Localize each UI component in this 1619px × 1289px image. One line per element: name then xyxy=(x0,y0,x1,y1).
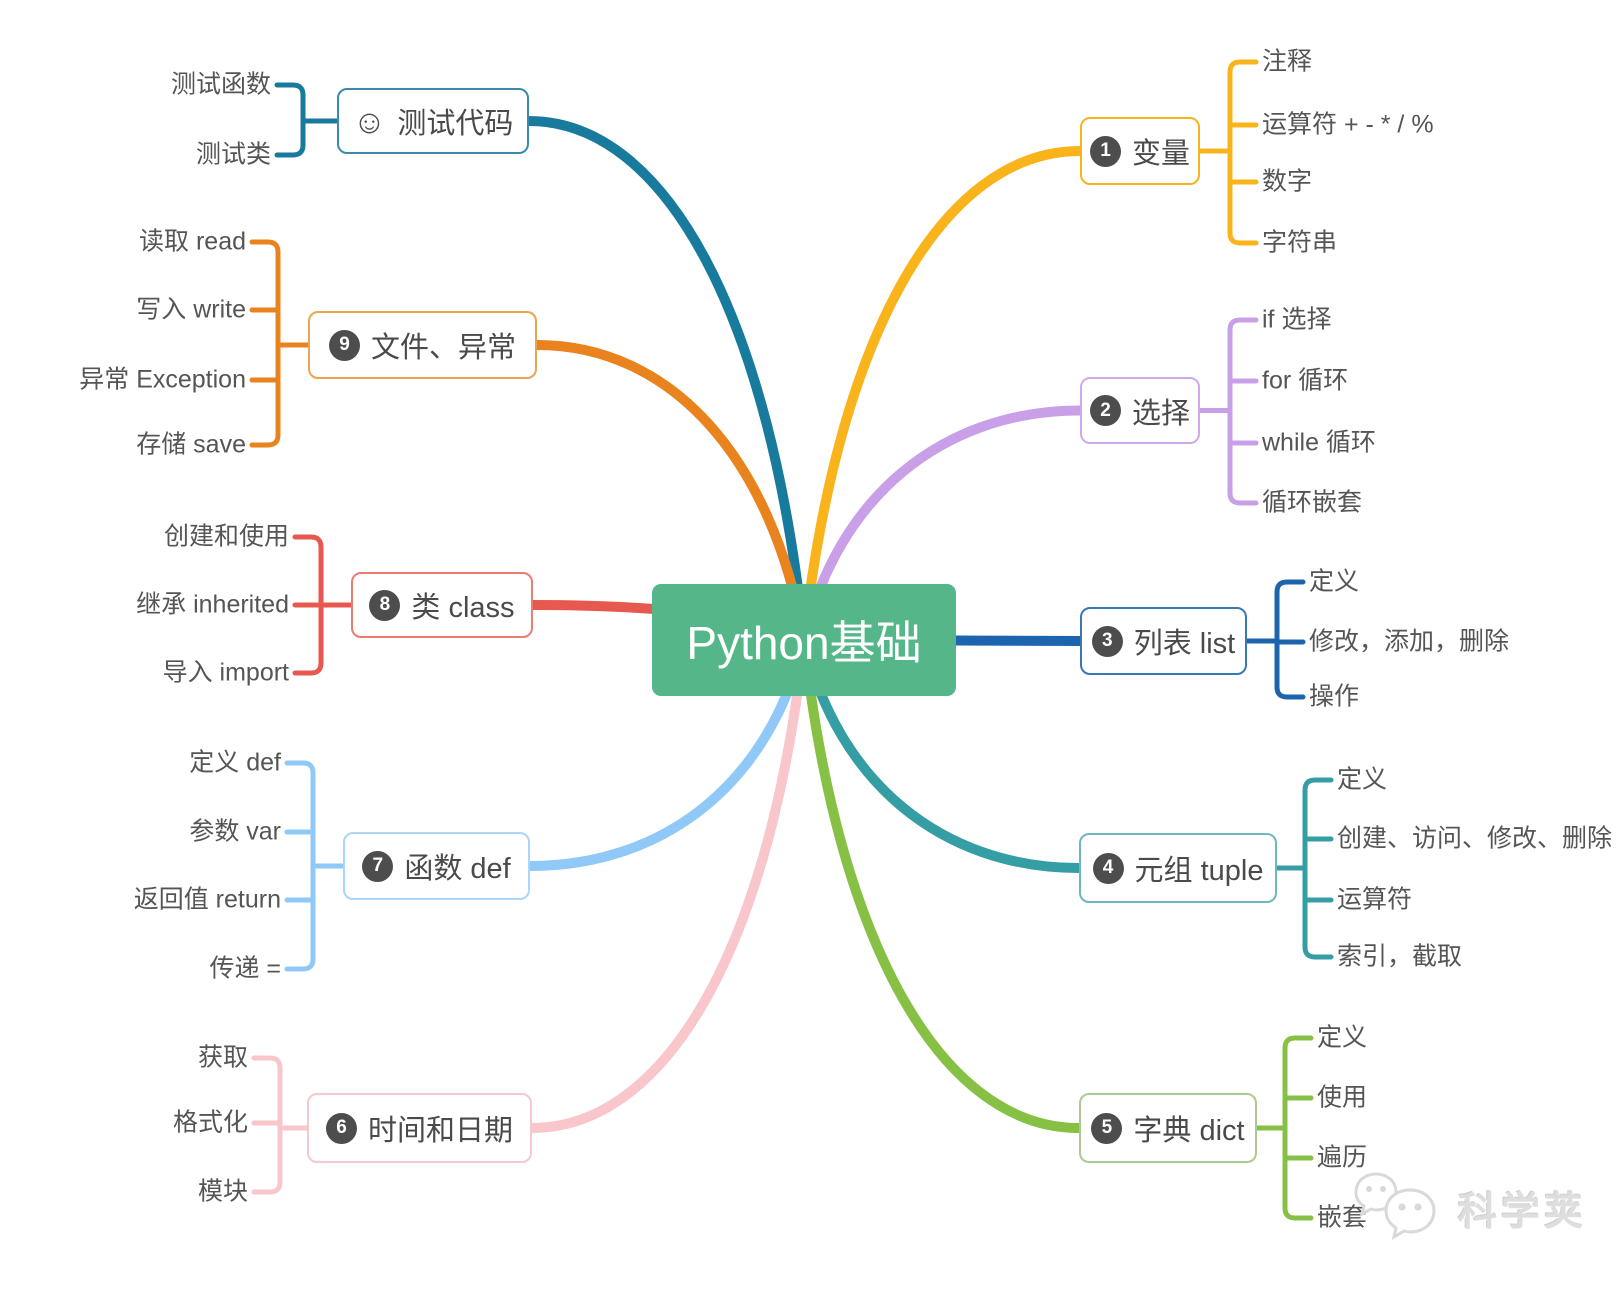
child-topic-class-2[interactable]: 导入 import xyxy=(162,658,289,687)
node-time-date[interactable]: 6 时间和日期 xyxy=(307,1093,532,1163)
number-badge: 2 xyxy=(1089,395,1121,426)
number-badge: 3 xyxy=(1091,625,1123,657)
child-topic-selection-1[interactable]: for 循环 xyxy=(1262,366,1349,395)
child-bracket-files-exceptions xyxy=(249,239,311,448)
node-label: 选择 xyxy=(1131,397,1190,430)
child-topic-list-2[interactable]: 操作 xyxy=(1309,682,1360,711)
child-topic-test-code-0[interactable]: 测试函数 xyxy=(170,70,271,99)
child-bracket-tuple xyxy=(1274,777,1334,960)
node-function[interactable]: 7 函数 def xyxy=(343,832,530,900)
child-topic-tuple-2[interactable]: 运算符 xyxy=(1337,885,1413,914)
number-badge: 4 xyxy=(1092,852,1124,884)
child-topic-time-date-0[interactable]: 获取 xyxy=(197,1043,248,1072)
child-topic-files-exceptions-2[interactable]: 异常 Exception xyxy=(79,365,246,394)
wechat-bubbles-icon xyxy=(1354,1172,1436,1241)
child-topic-dict-3[interactable]: 嵌套 xyxy=(1317,1203,1368,1232)
node-dict[interactable]: 5 字典 dict xyxy=(1079,1093,1257,1163)
smiley-icon: ☺ xyxy=(352,102,387,140)
number-badge: 1 xyxy=(1089,135,1121,167)
central-topic-node[interactable]: Python基础 xyxy=(652,584,956,696)
branch-curve-files-exceptions xyxy=(532,340,809,645)
node-label: 文件、异常 xyxy=(370,332,516,364)
node-list[interactable]: 3 列表 list xyxy=(1080,607,1247,675)
child-topic-class-1[interactable]: 继承 inherited xyxy=(136,590,289,619)
watermark: 科学荚 xyxy=(1352,1168,1587,1250)
node-label: 列表 list xyxy=(1133,628,1236,660)
node-label: 元组 tuple xyxy=(1134,855,1264,887)
node-files-exceptions[interactable]: 9 文件、异常 xyxy=(308,311,537,379)
number-badge: 7 xyxy=(362,850,394,882)
child-topic-tuple-3[interactable]: 索引，截取 xyxy=(1337,942,1463,971)
child-topic-time-date-1[interactable]: 格式化 xyxy=(172,1108,248,1137)
child-topic-variables-1[interactable]: 运算符 + - * / % xyxy=(1262,110,1434,139)
node-label: 函数 def xyxy=(404,853,511,885)
child-topic-function-0[interactable]: 定义 def xyxy=(189,748,281,777)
child-bracket-dict xyxy=(1254,1035,1314,1221)
child-topic-variables-2[interactable]: 数字 xyxy=(1262,167,1313,196)
node-label: 字典 dict xyxy=(1133,1115,1245,1147)
child-topic-tuple-1[interactable]: 创建、访问、修改、删除 xyxy=(1337,824,1613,853)
child-topic-function-3[interactable]: 传递 = xyxy=(209,954,281,983)
child-bracket-test-code xyxy=(274,82,340,158)
child-topic-function-1[interactable]: 参数 var xyxy=(189,817,281,846)
node-label: 测试代码 xyxy=(397,108,514,140)
child-topic-selection-0[interactable]: if 选择 xyxy=(1262,305,1332,334)
child-topic-dict-0[interactable]: 定义 xyxy=(1317,1023,1368,1052)
child-topic-selection-2[interactable]: while 循环 xyxy=(1262,428,1376,457)
child-topic-variables-0[interactable]: 注释 xyxy=(1262,47,1313,76)
node-selection[interactable]: 2 选择 xyxy=(1080,377,1200,444)
node-label: 时间和日期 xyxy=(367,1115,513,1147)
node-test-code[interactable]: ☺ 测试代码 xyxy=(337,88,529,154)
number-badge: 5 xyxy=(1091,1112,1123,1144)
child-bracket-class xyxy=(292,534,354,676)
child-bracket-variables xyxy=(1197,59,1259,246)
child-topic-selection-3[interactable]: 循环嵌套 xyxy=(1262,488,1363,517)
node-label: 类 class xyxy=(411,592,515,624)
child-topic-files-exceptions-1[interactable]: 写入 write xyxy=(136,295,246,324)
child-bracket-time-date xyxy=(251,1055,310,1195)
watermark-text: 科学荚 xyxy=(1458,1191,1588,1234)
number-badge: 9 xyxy=(328,329,360,361)
child-bracket-list xyxy=(1244,579,1306,700)
child-bracket-function xyxy=(284,760,346,972)
child-topic-test-code-1[interactable]: 测试类 xyxy=(195,140,271,169)
branch-curve-test-code xyxy=(524,116,809,645)
child-topic-time-date-2[interactable]: 模块 xyxy=(197,1177,248,1206)
child-topic-list-0[interactable]: 定义 xyxy=(1309,567,1360,596)
node-label: 变量 xyxy=(1131,138,1190,170)
child-topic-dict-2[interactable]: 遍历 xyxy=(1317,1143,1368,1172)
child-topic-files-exceptions-3[interactable]: 存储 save xyxy=(136,430,246,459)
number-badge: 6 xyxy=(325,1112,357,1144)
branch-curve-variables xyxy=(799,146,1085,645)
node-tuple[interactable]: 4 元组 tuple xyxy=(1079,833,1277,903)
branch-curve-time-date xyxy=(527,635,809,1133)
child-topic-variables-3[interactable]: 字符串 xyxy=(1262,228,1338,257)
child-topic-dict-1[interactable]: 使用 xyxy=(1317,1083,1368,1112)
child-topic-list-1[interactable]: 修改，添加，删除 xyxy=(1309,627,1510,656)
node-class[interactable]: 8 类 class xyxy=(351,572,533,638)
child-bracket-selection xyxy=(1197,317,1259,506)
branch-curve-dict xyxy=(799,635,1084,1133)
node-variables[interactable]: 1 变量 xyxy=(1080,117,1200,185)
child-topic-files-exceptions-0[interactable]: 读取 read xyxy=(139,227,246,256)
child-topic-class-0[interactable]: 创建和使用 xyxy=(163,522,289,551)
central-topic-label: Python基础 xyxy=(686,617,922,669)
child-topic-function-2[interactable]: 返回值 return xyxy=(133,885,281,914)
child-topic-tuple-0[interactable]: 定义 xyxy=(1337,765,1388,794)
number-badge: 8 xyxy=(369,589,401,621)
